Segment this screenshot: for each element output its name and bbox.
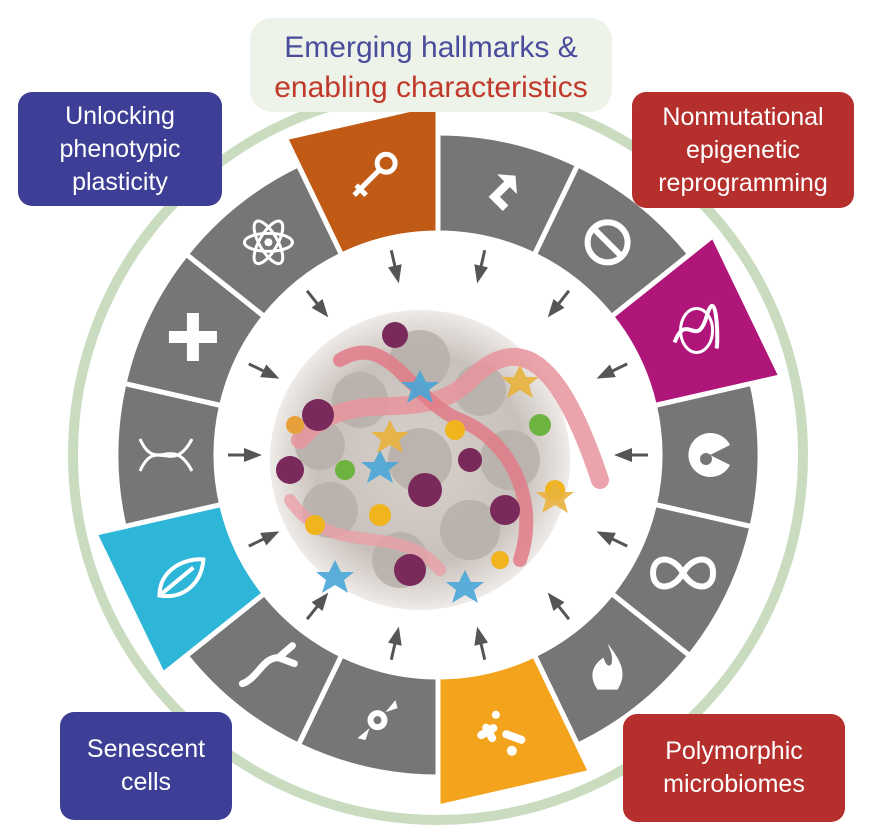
inward-arrow-head (388, 626, 402, 646)
inward-arrow-head (474, 626, 488, 646)
inward-arrow-head (614, 448, 632, 462)
label-phenotypic-plasticity: Unlocking phenotypic plasticity (18, 92, 222, 206)
inward-arrow-head (260, 531, 280, 546)
ring-segments (91, 99, 785, 811)
title-line-1: Emerging hallmarks & (284, 31, 578, 64)
growth-arrow-icon (488, 174, 517, 212)
no-entry-icon (584, 219, 631, 266)
label-line: Polymorphic (665, 737, 803, 765)
flame-icon (592, 643, 623, 690)
label-line: cells (120, 768, 171, 796)
label-senescent-cells: Senescent cells (60, 712, 232, 820)
cell-spread-icon (357, 700, 398, 741)
inward-arrow-head (596, 364, 616, 379)
infinity-icon (650, 556, 717, 590)
dna-helix-icon (138, 438, 194, 472)
label-line: microbiomes (663, 770, 805, 798)
inward-arrow-head (388, 264, 402, 284)
tumor-illustration (270, 310, 609, 610)
inward-arrow-head (311, 298, 329, 318)
bacteria-icon (477, 710, 526, 756)
title-line-2: enabling characteristics (274, 71, 588, 104)
label-line: plasticity (72, 167, 168, 196)
plus-icon (168, 312, 217, 361)
blood-vessel-icon (238, 642, 298, 688)
key-icon (352, 151, 398, 197)
inward-arrows (228, 249, 648, 661)
inward-arrow-head (244, 448, 262, 462)
label-line: Unlocking (65, 101, 175, 130)
label-line: Nonmutational (662, 102, 824, 131)
inward-arrow-head (311, 592, 329, 612)
leaf-icon (157, 557, 206, 599)
label-line: Senescent (86, 735, 206, 763)
inward-arrow-head (474, 264, 488, 284)
inward-arrow-head (596, 531, 616, 546)
label-polymorphic-microbiomes: Polymorphic microbiomes (623, 714, 845, 822)
inward-arrow-head (547, 592, 565, 612)
title-box: Emerging hallmarks & enabling characteri… (250, 18, 612, 112)
label-line: reprogramming (658, 168, 828, 197)
ring-segment-plasticity (281, 99, 441, 259)
inward-arrow-head (260, 364, 280, 379)
label-line: epigenetic (686, 135, 800, 164)
dna-coil-icon (672, 304, 720, 354)
pacman-cell-icon (688, 433, 730, 477)
label-line: phenotypic (59, 134, 181, 163)
inward-arrow-head (547, 298, 565, 318)
label-epigenetic-reprogramming: Nonmutational epigenetic reprogramming (632, 92, 854, 208)
atom-icon (242, 219, 294, 266)
